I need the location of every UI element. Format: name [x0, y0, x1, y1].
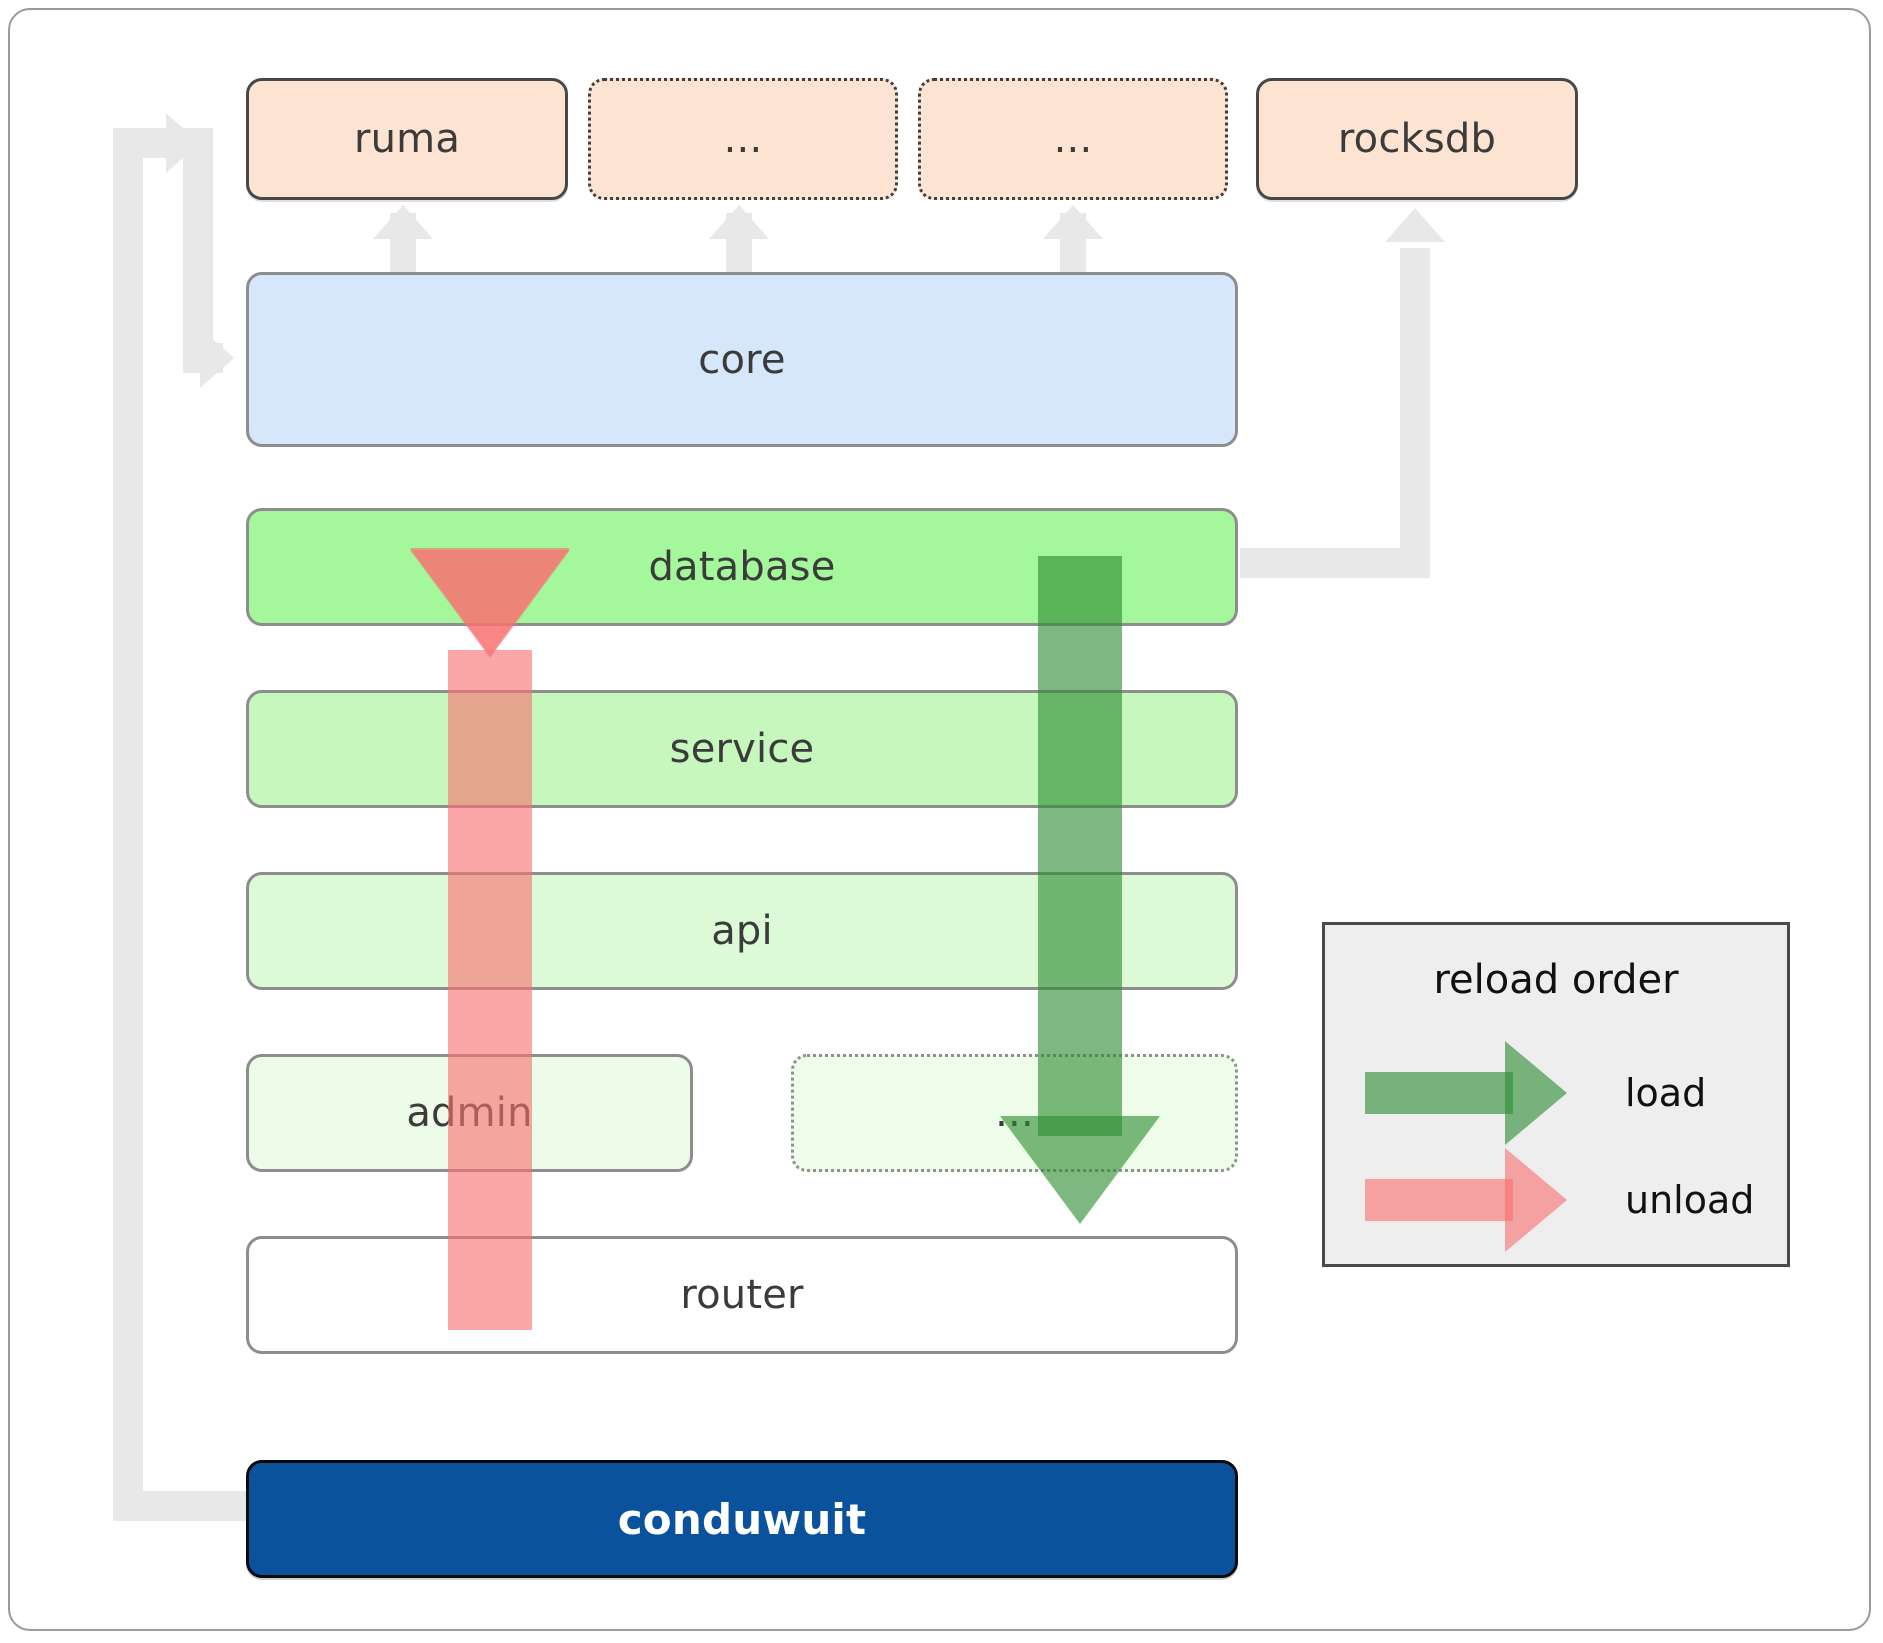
- dependency-box-dots-2[interactable]: ...: [918, 78, 1228, 200]
- app-label-conduwuit: conduwuit: [617, 1494, 867, 1544]
- connector-trunk-to-conduwuit: [113, 1491, 248, 1521]
- connector-core-to-dots1-arrow-icon: [709, 205, 769, 239]
- dependency-box-rocksdb[interactable]: rocksdb: [1256, 78, 1578, 200]
- connector-database-to-rocksdb-vertical: [1400, 248, 1430, 566]
- connector-core-to-ruma-arrow-icon: [373, 205, 433, 239]
- unload-arrow-tip-icon: [410, 548, 570, 656]
- dependency-label-dots-1: ...: [723, 116, 763, 162]
- load-arrow: [960, 556, 1200, 1336]
- dependency-label-ruma: ruma: [353, 116, 461, 162]
- app-box-conduwuit[interactable]: conduwuit: [246, 1460, 1238, 1578]
- layer-label-service: service: [669, 726, 815, 772]
- legend-title: reload order: [1433, 957, 1679, 1003]
- layer-box-router[interactable]: router: [246, 1236, 1238, 1354]
- unload-arrow-tip: [370, 548, 610, 688]
- dependency-label-rocksdb: rocksdb: [1337, 116, 1497, 162]
- load-arrow-head-icon: [1000, 1116, 1160, 1224]
- connector-database-to-rocksdb-horizontal: [1240, 548, 1430, 578]
- layer-label-router: router: [680, 1272, 804, 1318]
- legend-unload-arrow-head-icon: [1505, 1148, 1567, 1252]
- legend-row-unload: unload: [1325, 1140, 1787, 1260]
- legend-label-unload: unload: [1625, 1178, 1755, 1222]
- unload-arrow: [370, 550, 610, 1330]
- dependency-box-ruma[interactable]: ruma: [246, 78, 568, 200]
- layer-label-database: database: [648, 544, 836, 590]
- legend-unload-arrow-shaft: [1365, 1179, 1513, 1221]
- load-arrow-shaft: [1038, 556, 1122, 1136]
- layer-label-api: api: [711, 908, 773, 954]
- diagram-frame: [8, 8, 1871, 1631]
- connector-trunk-vertical: [113, 128, 143, 1521]
- unload-arrow-shaft: [448, 650, 532, 1330]
- legend-label-load: load: [1625, 1071, 1707, 1115]
- connector-branch-core-vertical: [183, 128, 213, 343]
- layer-label-core: core: [698, 336, 786, 383]
- dependency-label-dots-2: ...: [1053, 116, 1093, 162]
- connector-rocksdb-arrow-icon: [1385, 208, 1445, 242]
- connector-core-to-dots2-arrow-icon: [1043, 205, 1103, 239]
- dependency-box-dots-1[interactable]: ...: [588, 78, 898, 200]
- layer-box-core[interactable]: core: [246, 272, 1238, 447]
- legend-load-arrow-shaft: [1365, 1072, 1513, 1114]
- legend-panel: reload order load unload: [1322, 922, 1790, 1267]
- legend-load-arrow-head-icon: [1505, 1041, 1567, 1145]
- connector-arrow-core-icon: [200, 328, 234, 388]
- legend-row-load: load: [1325, 1033, 1787, 1153]
